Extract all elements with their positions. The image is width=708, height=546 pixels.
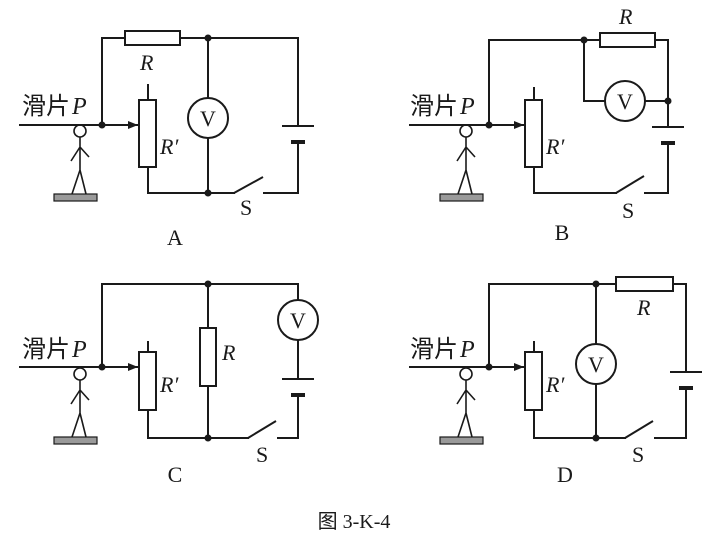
voltmeter-label-b: V xyxy=(617,89,633,114)
rheostat-d xyxy=(524,351,543,411)
resistor-r-a xyxy=(124,30,181,46)
switch-blade-d xyxy=(624,420,654,439)
rheostat-c xyxy=(138,351,157,411)
voltmeter-label-a: V xyxy=(200,106,216,131)
person-figure-a xyxy=(53,124,98,202)
resistor-r-c xyxy=(199,327,217,387)
junction-dot-a2 xyxy=(204,34,212,42)
rheostat-label-b: R′ xyxy=(545,134,565,159)
junction-dot-b2 xyxy=(580,36,588,44)
slider-p-label-c: P xyxy=(71,337,87,363)
person-figure-b xyxy=(439,124,484,202)
voltmeter-b xyxy=(604,80,646,122)
person-figure-c xyxy=(53,367,98,445)
junction-dot-c3 xyxy=(204,434,212,442)
switch-blade-a xyxy=(233,176,264,194)
switch-label-c: S xyxy=(256,442,268,467)
person-figure-d xyxy=(439,367,484,445)
panel-label-c: C xyxy=(168,462,183,487)
voltmeter-c xyxy=(277,299,319,341)
slider-arrow-c xyxy=(128,363,138,371)
circuit-panel-d: V 滑片 P R R′ S D xyxy=(409,276,702,487)
slider-label-c: 滑片 xyxy=(22,336,70,363)
slider-label-a: 滑片 xyxy=(22,93,70,120)
slider-arrow-b xyxy=(514,121,524,129)
rheostat-label-c: R′ xyxy=(159,372,179,397)
rheostat-b xyxy=(524,99,543,168)
slider-label-d: 滑片 xyxy=(410,336,458,363)
junction-dot-a3 xyxy=(204,189,212,197)
slider-p-label-d: P xyxy=(459,337,475,363)
switch-blade-c xyxy=(247,420,277,439)
switch-label-b: S xyxy=(622,198,634,223)
rheostat-a xyxy=(138,99,157,168)
figure-caption: 图 3-K-4 xyxy=(318,511,391,533)
resistor-r-b xyxy=(599,32,656,48)
junction-dot-d2 xyxy=(592,280,600,288)
junction-dot-c1 xyxy=(98,363,106,371)
junction-dot-d3 xyxy=(592,434,600,442)
rheostat-label-d: R′ xyxy=(545,372,565,397)
switch-label-d: S xyxy=(632,442,644,467)
resistor-label-b: R xyxy=(618,4,633,29)
circuit-panel-a: V 滑片 P R R′ S A xyxy=(19,30,314,250)
slider-p-label-a: P xyxy=(71,94,87,120)
junction-dot-b1 xyxy=(485,121,493,129)
junction-dot-c2 xyxy=(204,280,212,288)
panel-label-d: D xyxy=(557,462,573,487)
voltmeter-label-d: V xyxy=(588,352,604,377)
voltmeter-d xyxy=(575,343,617,385)
resistor-label-d: R xyxy=(636,295,651,320)
voltmeter-a xyxy=(187,97,229,139)
rheostat-label-a: R′ xyxy=(159,134,179,159)
panel-label-a: A xyxy=(167,225,183,250)
slider-p-label-b: P xyxy=(459,94,475,120)
slider-arrow-a xyxy=(128,121,138,129)
voltmeter-label-c: V xyxy=(290,308,306,333)
junction-dot-b3 xyxy=(664,97,672,105)
junction-dot-a1 xyxy=(98,121,106,129)
panel-label-b: B xyxy=(555,220,570,245)
resistor-label-c: R xyxy=(221,340,236,365)
switch-label-a: S xyxy=(240,195,252,220)
resistor-r-d xyxy=(615,276,674,292)
slider-arrow-d xyxy=(514,363,524,371)
circuit-panel-b: V 滑片 P R R′ S B xyxy=(409,4,684,245)
junction-dot-d1 xyxy=(485,363,493,371)
resistor-label-a: R xyxy=(139,50,154,75)
switch-blade-b xyxy=(615,175,645,194)
circuit-panel-c: V 滑片 P R R′ S C xyxy=(19,280,319,487)
slider-label-b: 滑片 xyxy=(410,93,458,120)
